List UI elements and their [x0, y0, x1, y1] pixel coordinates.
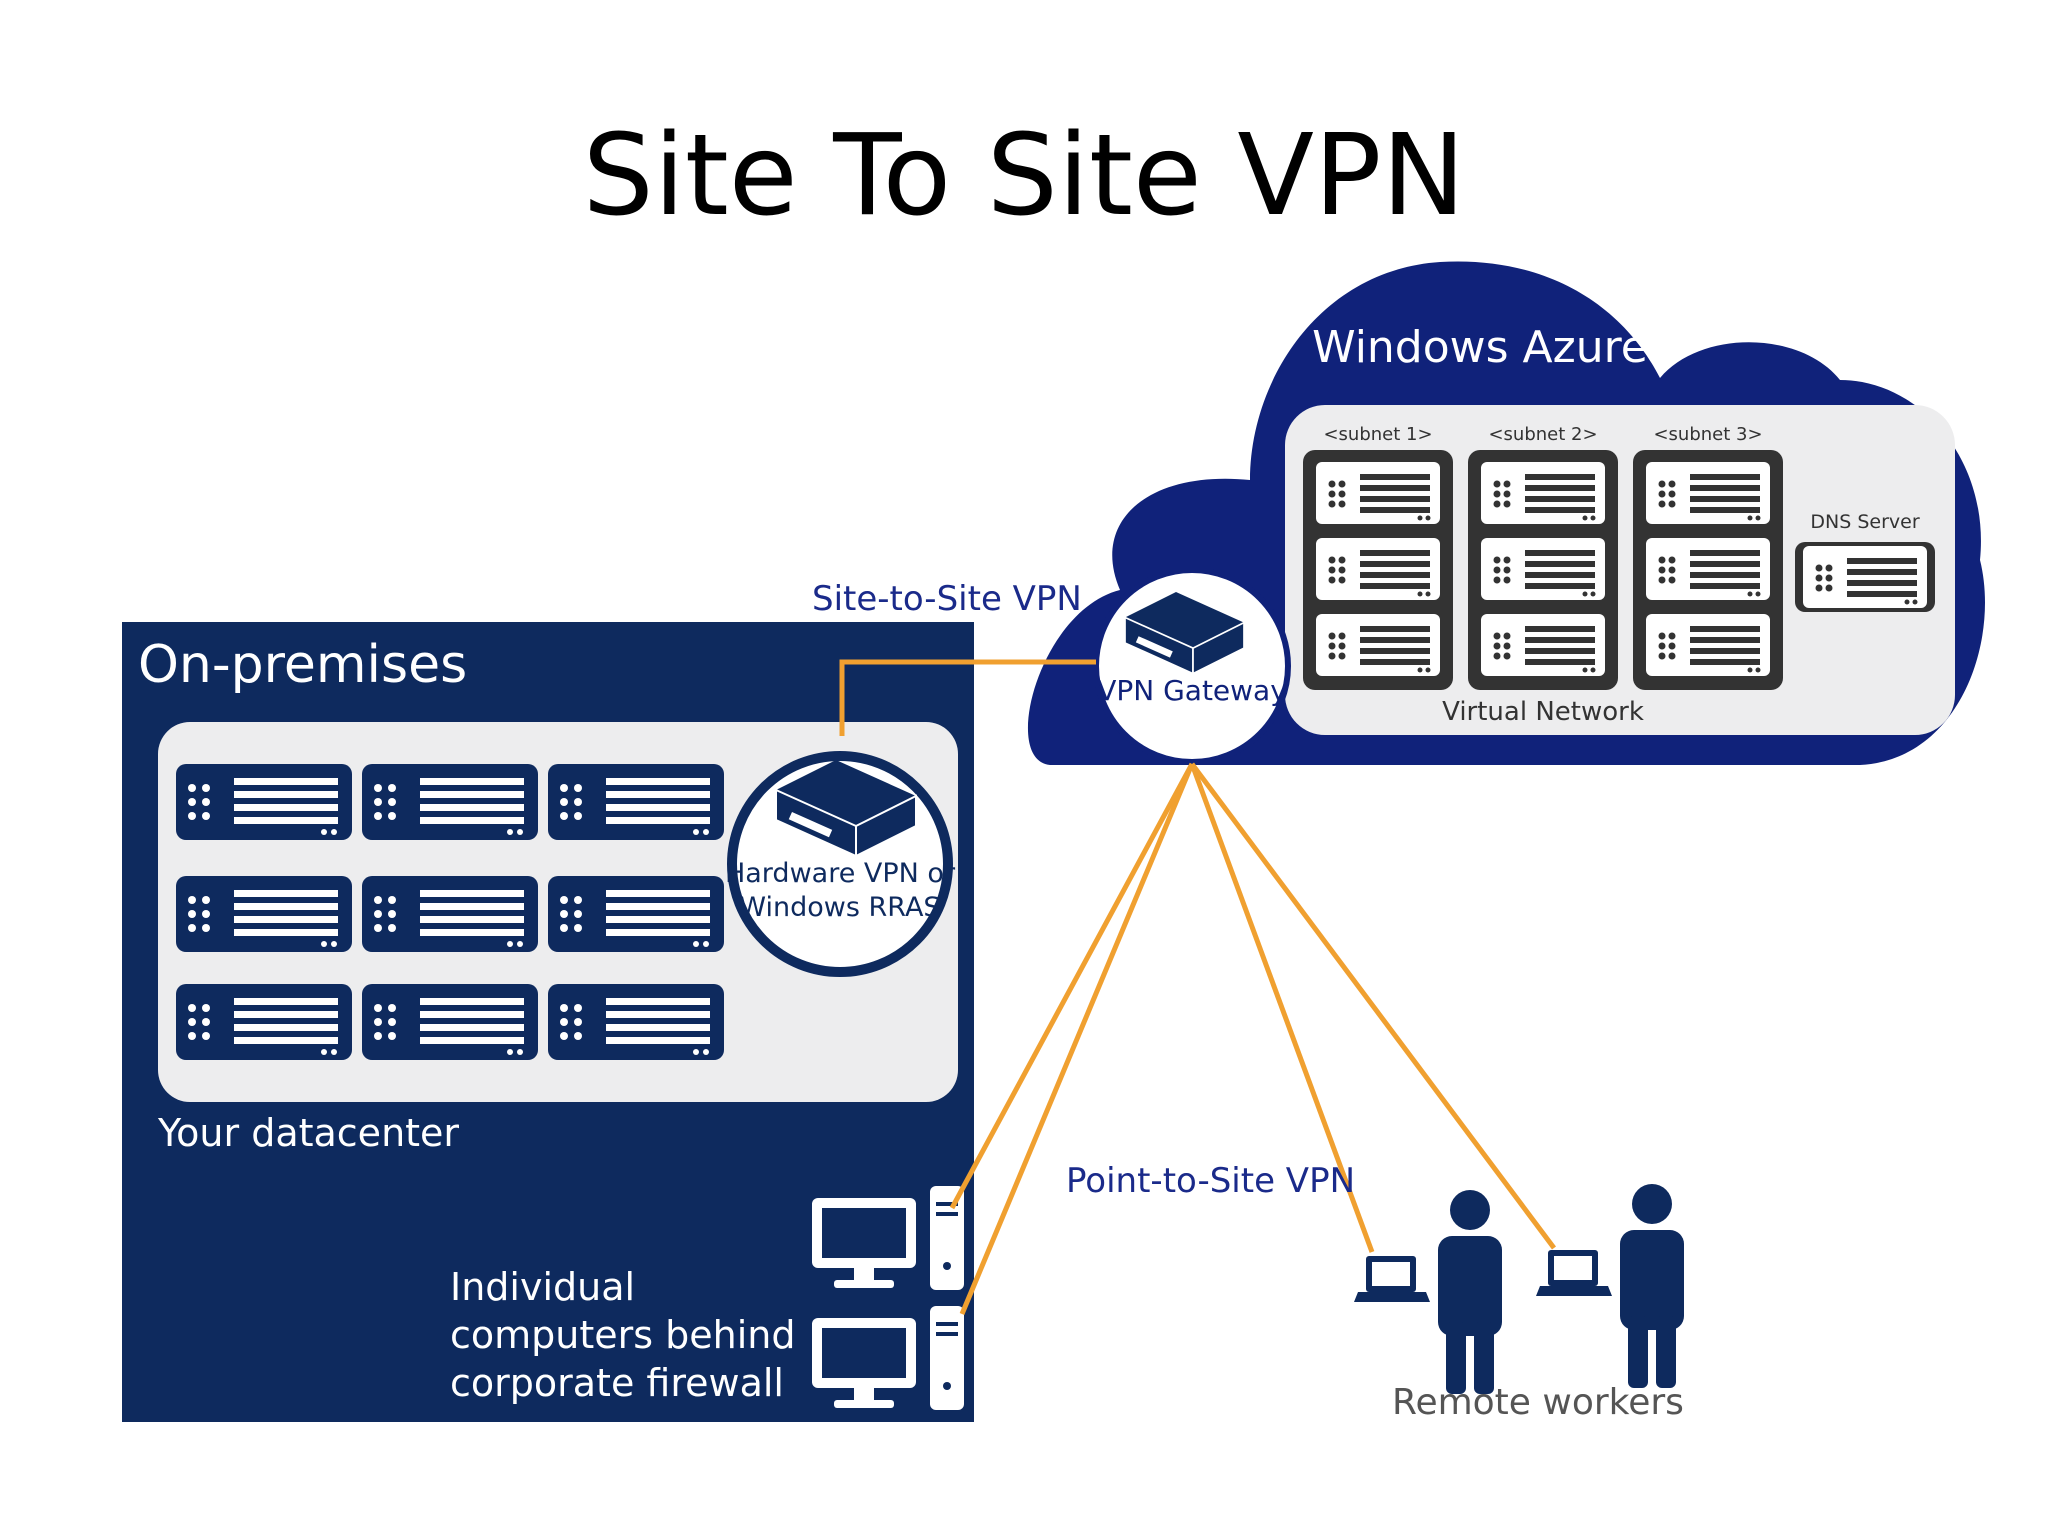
subnet-3: [1633, 450, 1783, 690]
server-icon: [1481, 462, 1605, 524]
subnet-1: [1303, 450, 1453, 690]
azure-cloud: Windows Azure <subnet 1> <subnet 2> <sub…: [1027, 261, 1985, 765]
onprem-block: On-premises Hardware VPN or Windows RRAS…: [122, 622, 974, 1422]
dns-server-label: DNS Server: [1810, 511, 1919, 533]
server-icon: [176, 764, 352, 840]
computers-label-line1: Individual: [450, 1265, 635, 1309]
server-icon: [548, 764, 724, 840]
server-icon: [1316, 538, 1440, 600]
point-to-site-line: [1189, 763, 1375, 1253]
server-icon: [362, 876, 538, 952]
computers-label-line3: corporate firewall: [450, 1361, 784, 1405]
connection-lines: [839, 659, 1557, 1315]
slide-title: Site To Site VPN: [582, 111, 1466, 241]
server-icon: [548, 984, 724, 1060]
point-to-site-line: [1189, 762, 1557, 1250]
server-icon: [362, 764, 538, 840]
computers-label-line2: computers behind: [450, 1313, 796, 1357]
server-icon: [1646, 538, 1770, 600]
server-icon: [362, 984, 538, 1060]
subnet-2-label: <subnet 2>: [1488, 424, 1597, 445]
server-icon: [176, 876, 352, 952]
onprem-title: On-premises: [138, 635, 467, 695]
virtual-network-label: Virtual Network: [1442, 697, 1644, 727]
person-icon: [1354, 1190, 1502, 1394]
subnet-3-label: <subnet 3>: [1653, 424, 1762, 445]
server-icon: [1646, 614, 1770, 676]
remote-workers: Remote workers: [1354, 1184, 1684, 1423]
datacenter-label: Your datacenter: [157, 1111, 459, 1155]
hardware-vpn-label-line1: Hardware VPN or: [725, 858, 956, 889]
server-icon: [548, 876, 724, 952]
cloud-title: Windows Azure: [1312, 322, 1648, 373]
person-icon: [1536, 1184, 1684, 1388]
server-icon: [176, 984, 352, 1060]
server-icon: [1481, 614, 1605, 676]
subnet-1-label: <subnet 1>: [1323, 424, 1432, 445]
point-to-site-line: [959, 763, 1195, 1315]
server-icon: [1316, 462, 1440, 524]
vpn-gateway-label: VPN Gateway: [1097, 674, 1287, 707]
server-icon: [1803, 546, 1927, 608]
server-icon: [1316, 614, 1440, 676]
subnet-2: [1468, 450, 1618, 690]
remote-workers-label: Remote workers: [1392, 1382, 1684, 1423]
site-to-site-label: Site-to-Site VPN: [812, 579, 1082, 619]
server-icon: [1646, 462, 1770, 524]
site-to-site-line: [839, 659, 1096, 736]
hardware-vpn-label-line2: Windows RRAS: [739, 892, 940, 923]
server-icon: [1481, 538, 1605, 600]
point-to-site-label: Point-to-Site VPN: [1066, 1161, 1355, 1201]
point-to-site-line: [949, 762, 1195, 1210]
